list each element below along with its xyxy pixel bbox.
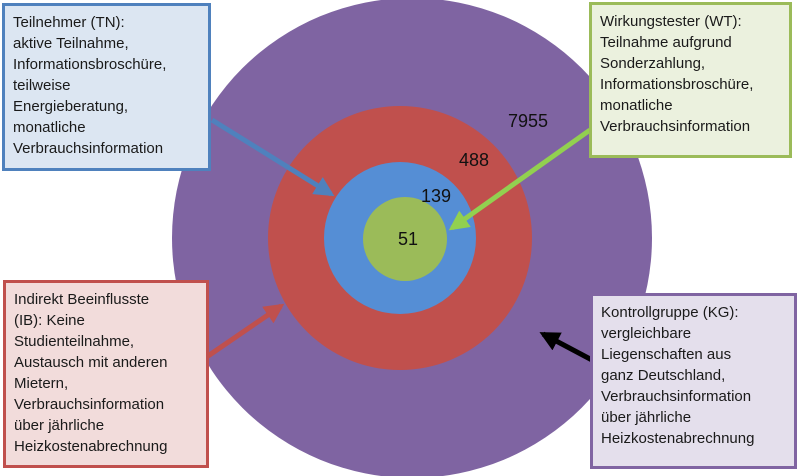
count-tn: 139 xyxy=(421,186,451,206)
label-teilnehmer: Teilnehmer (TN): aktive Teilnahme, Infor… xyxy=(2,3,211,171)
arrow-tn xyxy=(210,117,335,197)
ring-wt xyxy=(363,197,447,281)
arrow-kg xyxy=(539,331,594,363)
label-kontrollgruppe: Kontrollgruppe (KG): vergleichbare Liege… xyxy=(590,293,797,469)
count-kg: 7955 xyxy=(508,111,548,131)
arrow-ib xyxy=(206,303,285,359)
count-ib: 488 xyxy=(459,150,489,170)
label-indirekt-beeinflusste: Indirekt Beeinflusste (IB): Keine Studie… xyxy=(3,280,209,468)
arrow-wt xyxy=(448,127,592,231)
count-wt: 51 xyxy=(398,229,418,249)
label-wirkungstester: Wirkungstester (WT): Teilnahme aufgrund … xyxy=(589,2,792,158)
